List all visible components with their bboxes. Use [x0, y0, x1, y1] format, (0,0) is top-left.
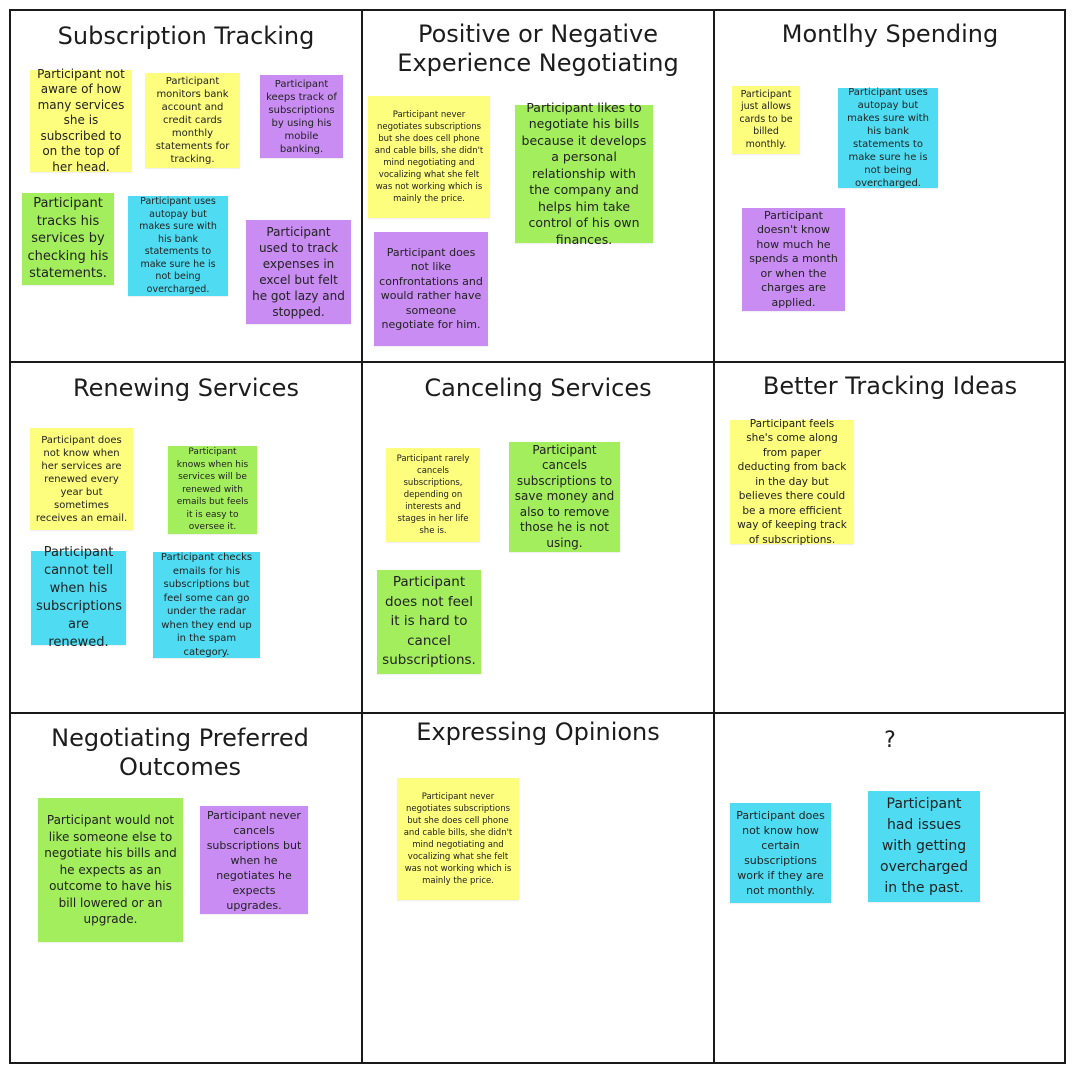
grid-line: [1064, 9, 1066, 1064]
sticky-note[interactable]: Participant does not know how certain su…: [730, 803, 831, 903]
sticky-note[interactable]: Participant doesn't know how much he spe…: [742, 208, 845, 311]
sticky-note[interactable]: Participant just allows cards to be bill…: [732, 86, 800, 154]
sticky-note[interactable]: Participant does not feel it is hard to …: [377, 570, 481, 674]
grid-line: [9, 1062, 1066, 1064]
sticky-note[interactable]: Participant had issues with getting over…: [868, 791, 980, 902]
grid-line: [9, 712, 1066, 714]
cell-title: ?: [884, 728, 896, 753]
sticky-note[interactable]: Participant would not like someone else …: [38, 798, 183, 942]
cell-renewing-services: Renewing Services Participant does not k…: [10, 362, 362, 714]
sticky-note[interactable]: Participant rarely cancels subscriptions…: [386, 448, 480, 542]
sticky-note[interactable]: Participant tracks his services by check…: [22, 193, 114, 285]
cell-title: Expressing Opinions: [416, 718, 660, 746]
sticky-note[interactable]: Participant never cancels subscriptions …: [200, 806, 308, 914]
sticky-note[interactable]: Participant does not know when her servi…: [30, 428, 133, 530]
cell-canceling-services: Canceling Services Participant rarely ca…: [362, 362, 714, 714]
cell-monthly-spending: Montlhy Spending Participant just allows…: [714, 10, 1066, 362]
cell-title: Negotiating Preferred Outcomes: [51, 724, 309, 781]
cell-negotiating-experience: Positive or Negative Experience Negotiat…: [362, 10, 714, 362]
sticky-note[interactable]: Participant used to track expenses in ex…: [246, 220, 351, 324]
cell-title: Positive or Negative Experience Negotiat…: [397, 20, 679, 77]
cell-question: ? Participant does not know how certain …: [714, 714, 1066, 1064]
cell-negotiating-preferred-outcomes: Negotiating Preferred Outcomes Participa…: [10, 714, 362, 1064]
cell-better-tracking-ideas: Better Tracking Ideas Participant feels …: [714, 362, 1066, 714]
sticky-note[interactable]: Participant likes to negotiate his bills…: [515, 100, 653, 247]
grid-line: [713, 9, 715, 1064]
cell-title: Montlhy Spending: [781, 20, 999, 48]
sticky-note[interactable]: Participant not aware of how many servic…: [30, 67, 132, 174]
sticky-note[interactable]: Participant uses autopay but makes sure …: [128, 196, 228, 296]
sticky-note[interactable]: Participant knows when his services will…: [168, 446, 257, 534]
sticky-note[interactable]: Participant feels she's come along from …: [730, 418, 854, 546]
sticky-note[interactable]: Participant monitors bank account and cr…: [145, 73, 240, 168]
grid-line: [9, 9, 11, 1064]
cell-title: Subscription Tracking: [57, 22, 315, 50]
sticky-note[interactable]: Participant never negotiates subscriptio…: [368, 96, 490, 218]
grid-line: [9, 361, 1066, 363]
cell-expressing-opinions: Expressing Opinions Participant never ne…: [362, 714, 714, 1064]
cell-title: Canceling Services: [424, 374, 652, 402]
sticky-note[interactable]: Participant keeps track of subscriptions…: [260, 75, 343, 158]
sticky-note[interactable]: Participant cancels subscriptions to sav…: [509, 442, 620, 552]
grid-line: [361, 9, 363, 1064]
sticky-note[interactable]: Participant does not like confrontations…: [374, 232, 488, 346]
cell-title: Better Tracking Ideas: [762, 372, 1018, 400]
grid-line: [9, 9, 1066, 11]
sticky-note[interactable]: Participant never negotiates subscriptio…: [397, 778, 519, 900]
sticky-note[interactable]: Participant cannot tell when his subscri…: [31, 545, 126, 650]
cell-title: Renewing Services: [73, 374, 299, 402]
sticky-note[interactable]: Participant checks emails for his subscr…: [153, 552, 260, 658]
cell-subscription-tracking: Subscription Tracking Participant not aw…: [10, 10, 362, 362]
sticky-note[interactable]: Participant uses autopay but makes sure …: [838, 87, 938, 189]
